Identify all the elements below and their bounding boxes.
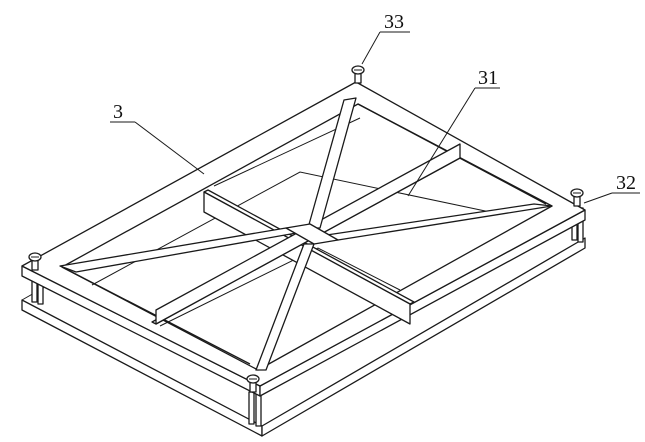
label-31: 31 [478, 67, 498, 89]
screw-icon [351, 65, 365, 84]
screw-icon [570, 188, 584, 207]
diagonal-ribs [59, 97, 553, 371]
label-32: 32 [616, 172, 636, 194]
label-3: 3 [113, 101, 123, 123]
screw-icon [28, 252, 42, 271]
leader-lines [110, 31, 640, 204]
screw-icons [28, 65, 584, 393]
screw-icon [246, 374, 260, 393]
label-33: 33 [384, 11, 404, 33]
reference-labels: 33 31 3 32 [113, 11, 636, 194]
